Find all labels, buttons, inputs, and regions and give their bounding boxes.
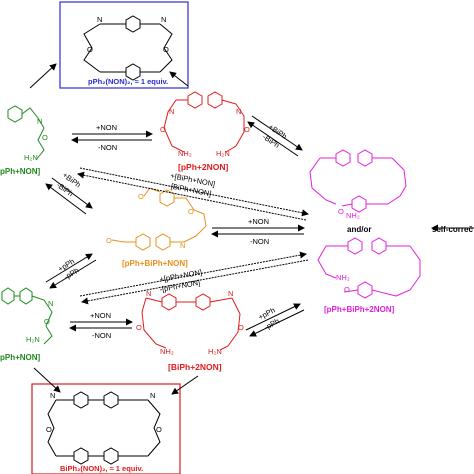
atom-n: N [50, 391, 55, 400]
atom-nh2: NH₂ [160, 347, 174, 356]
atom-n: N [228, 289, 233, 298]
atom-h2n: H₂N [216, 149, 230, 158]
magenta-molecule-bottom [317, 237, 421, 299]
atom-o: O [163, 45, 169, 54]
atom-n: N [169, 107, 174, 116]
top-product-label: pPh₂(NON)₂, ≈ 1 equiv. [88, 77, 168, 86]
atom-h2n: H₂N [24, 153, 38, 162]
and-or-label: and/or [347, 225, 371, 234]
atom-n: N [37, 117, 42, 126]
green-top-molecule [7, 105, 45, 161]
atom-o: O [188, 207, 194, 216]
atom-o: O [87, 45, 93, 54]
atom-o: O [244, 125, 250, 134]
atom-n: N [180, 241, 185, 250]
atom-n: N [236, 107, 241, 116]
bottom-product-box: N N O O BiPh₂(NON)₂, ≈ 1 equiv. [31, 383, 181, 474]
atom-o: O [156, 425, 162, 434]
atom-o: O [106, 236, 112, 245]
orange-label: [pPh+BiPh+NON] [122, 259, 188, 268]
atom-o: O [136, 323, 142, 332]
atom-o: O [44, 317, 50, 326]
magenta-molecule-top [309, 149, 407, 213]
atom-o: O [344, 285, 350, 294]
atom-n: N [161, 15, 166, 24]
atom-n: N [48, 299, 53, 308]
bottom-product-label: BiPh₂(NON)₂, ≈ 1 equiv. [60, 464, 143, 473]
red-bottom-label: [BiPh+2NON] [168, 362, 222, 372]
red-top-label: [pPh+2NON] [178, 162, 228, 172]
top-macrocycle [83, 15, 173, 81]
atom-o: O [160, 125, 166, 134]
atom-h2n: H₂N [208, 347, 222, 356]
atom-n: N [97, 15, 102, 24]
reagent-label: -NON [92, 331, 111, 340]
self-correction-label: self-correč [432, 225, 473, 234]
orange-molecule [111, 187, 207, 251]
red-top-molecule [163, 91, 245, 153]
reaction-arrows [29, 63, 309, 395]
atom-o: O [46, 425, 52, 434]
atom-o: O [42, 133, 48, 142]
green-bottom-label: pPh+NON] [0, 353, 41, 362]
atom-n: N [146, 289, 151, 298]
atom-o: O [238, 323, 244, 332]
reagent-label: +NON [96, 123, 117, 132]
green-top-label: pPh+NON] [0, 167, 41, 176]
reagent-label: +NON [248, 217, 269, 226]
magenta-label: [pPh+BiPh+2NON] [324, 305, 395, 314]
green-bottom-molecule [1, 287, 53, 345]
atom-n: N [150, 391, 155, 400]
atom-o: O [338, 207, 344, 216]
atom-h2n: H₂N [26, 335, 40, 344]
top-product-box: N N O O pPh₂(NON)₂, ≈ 1 equiv. [59, 1, 189, 89]
reagent-label: -NON [98, 143, 117, 152]
atom-nh2: NH₂ [336, 273, 350, 282]
atom-nh2: NH₂ [346, 211, 360, 220]
red-bottom-molecule [141, 293, 241, 351]
atom-o: O [138, 192, 144, 201]
reagent-label: -NON [250, 237, 269, 246]
bottom-macrocycle [47, 391, 161, 465]
atom-nh2: NH₂ [178, 149, 192, 158]
reagent-label: +NON [90, 311, 111, 320]
